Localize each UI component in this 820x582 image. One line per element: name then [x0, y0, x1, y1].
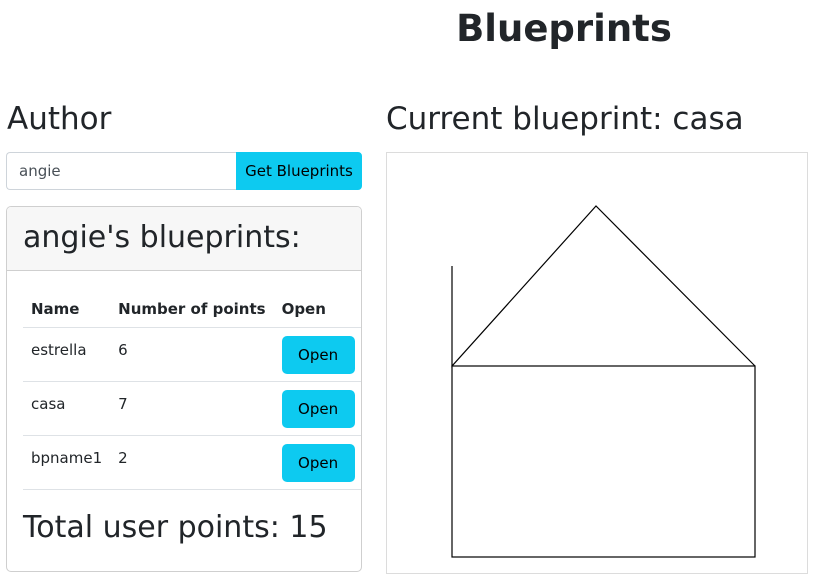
blueprint-name: casa — [23, 381, 111, 436]
total-user-points: Total user points: 15 — [23, 510, 328, 545]
open-cell: Open — [273, 381, 361, 436]
author-input[interactable] — [6, 152, 236, 190]
blueprint-points: 2 — [110, 435, 274, 490]
table-row: estrella 6 Open — [23, 327, 361, 382]
blueprints-card: angie's blueprints: Name Number of point… — [6, 206, 362, 572]
author-heading: Author — [7, 101, 112, 137]
blueprints-table: Name Number of points Open estrella 6 Op… — [23, 290, 361, 490]
get-blueprints-button[interactable]: Get Blueprints — [236, 152, 362, 190]
open-cell: Open — [273, 435, 361, 490]
column-header-open: Open — [273, 290, 361, 328]
open-button-estrella[interactable]: Open — [281, 336, 355, 374]
current-blueprint-heading: Current blueprint: casa — [386, 101, 744, 137]
blueprint-points: 6 — [110, 327, 274, 382]
open-button-bpname1[interactable]: Open — [281, 444, 355, 482]
open-button-casa[interactable]: Open — [281, 390, 355, 428]
table-row: bpname1 2 Open — [23, 435, 361, 490]
table-row: casa 7 Open — [23, 381, 361, 436]
column-header-points: Number of points — [110, 290, 274, 328]
page-title: Blueprints — [456, 7, 672, 50]
blueprint-canvas[interactable] — [386, 152, 808, 574]
blueprint-name: estrella — [23, 327, 111, 382]
table-header-row: Name Number of points Open — [23, 290, 361, 328]
blueprint-name: bpname1 — [23, 435, 111, 490]
card-header: angie's blueprints: — [7, 207, 361, 271]
open-cell: Open — [273, 327, 361, 382]
house-roof — [451, 205, 756, 368]
house-body — [451, 365, 756, 558]
column-header-name: Name — [23, 290, 111, 328]
blueprint-points: 7 — [110, 381, 274, 436]
blueprint-drawing — [451, 205, 756, 558]
